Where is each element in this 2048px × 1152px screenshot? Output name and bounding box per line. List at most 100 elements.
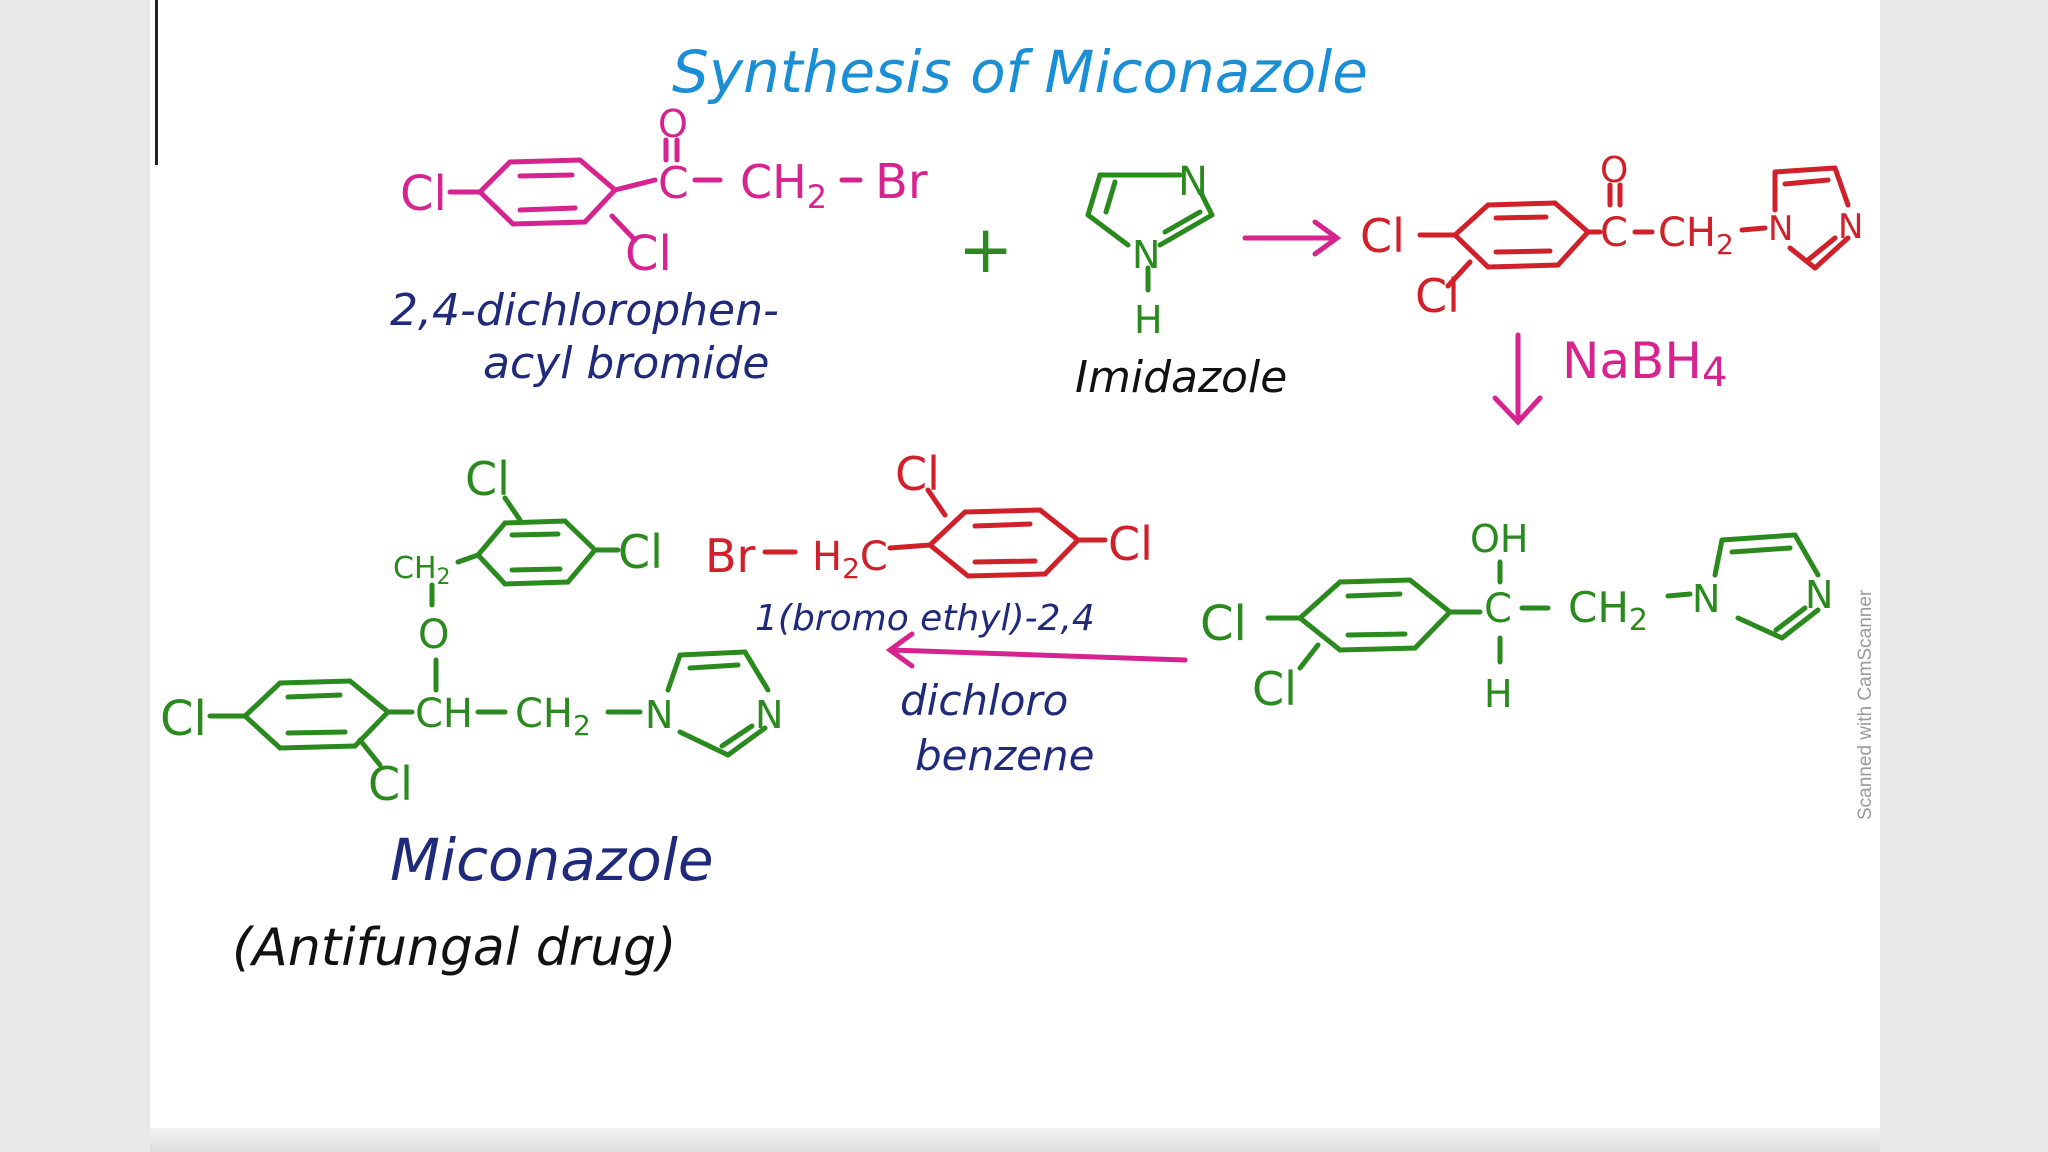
miconazole-n2: N [755, 693, 783, 737]
ring-inner-bond [972, 521, 1033, 529]
reactant1-ch2: CH2 [740, 155, 827, 216]
ring-inner-bond [517, 172, 575, 179]
reagent2-cl-top: Cl [895, 447, 940, 501]
ring-bond [1719, 532, 1798, 543]
ch2-ch: CH [1568, 583, 1629, 632]
ring-inner-bond [1493, 214, 1549, 221]
ring-bond [1782, 177, 1831, 187]
ring-inner-bond [1493, 248, 1553, 255]
ch2-sub: 2 [1629, 603, 1648, 638]
bond-ring-cl-lower [1445, 259, 1473, 289]
miconazole-name: Miconazole [390, 826, 714, 894]
miconazole-n1: N [645, 693, 673, 737]
ring-bond [1772, 165, 1838, 175]
miconazole-ch: CH [415, 691, 473, 737]
reaction-arrow-2 [885, 631, 1188, 669]
bond-ch2-n [1739, 225, 1768, 233]
paper-edge-shadow [155, 0, 158, 165]
ring-bond [1832, 165, 1851, 208]
ring-bond [1812, 235, 1851, 271]
reagent2-name-line2: dichloro [900, 676, 1068, 725]
intermediate2-oh: OH [1470, 517, 1528, 561]
benzene-ring-lower [241, 678, 392, 751]
ring-bond [1162, 209, 1203, 235]
ring-inner-bond [517, 205, 578, 213]
bond-ring-cl-ortho [609, 213, 638, 243]
miconazole-o: O [418, 612, 449, 658]
ring-bond [1805, 235, 1838, 263]
reactant-dichlorophenacyl-bromide [447, 137, 863, 243]
intermediate-ketone-imidazole [1417, 165, 1851, 289]
ring-inner-bond [285, 692, 343, 700]
ring-bond [1085, 212, 1131, 248]
benzene-ring [1296, 577, 1454, 653]
miconazole-cl-top: Cl [465, 452, 510, 506]
ring-inner-bond [1345, 591, 1403, 599]
diagram-title: Synthesis of Miconazole [672, 38, 1368, 106]
ring-inner-bond [1345, 631, 1408, 638]
h2c-h: H [812, 534, 842, 580]
reagent-sub: 4 [1702, 350, 1727, 396]
ring-bond [1779, 607, 1821, 641]
intermediate2-cl-left: Cl [1200, 596, 1247, 652]
bond-ch2-n [1665, 591, 1693, 599]
ch2-sub: 2 [573, 709, 591, 742]
reaction-arrow-1 [1242, 219, 1342, 257]
ring-bond [1157, 212, 1215, 248]
h2c-c: C [860, 534, 888, 580]
miconazole-cl-left: Cl [160, 691, 207, 747]
benzene-ring [926, 507, 1082, 579]
miconazole-ch2b: CH2 [515, 691, 591, 742]
ring-bond [742, 649, 771, 693]
reagent2-h2c: H2C [812, 534, 888, 585]
ch2-ch: CH [515, 691, 573, 737]
miconazole-subtitle: (Antifungal drug) [232, 918, 676, 978]
imidazole-structure [1085, 172, 1215, 293]
imidazole-n-top: N [1178, 159, 1208, 205]
imidazole-h: H [1134, 298, 1163, 342]
miconazole-structure [207, 495, 771, 768]
bond-ch2-ring [887, 542, 933, 551]
intermediate2-n1: N [1692, 577, 1720, 621]
imidazole-name: Imidazole [1075, 352, 1287, 403]
ring-bond [677, 729, 731, 758]
bond-ring-cl-top [502, 495, 523, 523]
ring-inner-bond [285, 729, 348, 736]
ring-bond [1085, 172, 1103, 218]
imidazole-n-bottom: N [1132, 233, 1160, 277]
intermediate-alcohol-imidazole [1265, 532, 1821, 671]
miconazole-cl-right: Cl [618, 525, 663, 579]
benzene-ring-upper [474, 518, 599, 587]
intermediate1-cl-lower: Cl [1415, 269, 1460, 323]
benzene-ring [1451, 200, 1592, 270]
bond-ch2-ring [455, 552, 481, 565]
ch2-sub: 2 [807, 178, 827, 216]
ring-inner-bond [509, 566, 563, 573]
bond-ring-cl-lower [1297, 642, 1321, 671]
intermediate2-c: C [1484, 586, 1512, 632]
paper-bottom-shadow [150, 1128, 1880, 1152]
ch2-sub: 2 [1716, 228, 1734, 261]
miconazole-cl-lower: Cl [368, 757, 413, 811]
bond-ring-carbonyl [612, 177, 658, 193]
ring-bond [719, 723, 755, 749]
bond-ring-cl-top [925, 487, 948, 518]
ring-bond [1792, 532, 1821, 578]
ring-bond [725, 725, 768, 758]
reduction-reagent: NaBH4 [1562, 332, 1727, 396]
ring-bond [677, 649, 748, 658]
h2c-sub: 2 [842, 552, 860, 585]
reagent2-name-line1: 1(bromo ethyl)-2,4 [755, 598, 1095, 639]
reagent2-name-line3: benzene [915, 731, 1094, 780]
reagent-nabh: NaBH [1562, 332, 1702, 390]
ring-bond [1773, 605, 1808, 633]
ring-bond [1199, 192, 1215, 218]
ring-bond [1103, 179, 1118, 215]
reactant1-name-line1: 2,4-dichlorophen- [390, 285, 779, 336]
ring-bond [1729, 545, 1793, 555]
bond-ring-cl-lower [357, 737, 383, 768]
reactant1-carbonyl-o: O [658, 102, 688, 146]
reduction-arrow [1492, 332, 1543, 426]
intermediate1-n2: N [1838, 207, 1863, 247]
